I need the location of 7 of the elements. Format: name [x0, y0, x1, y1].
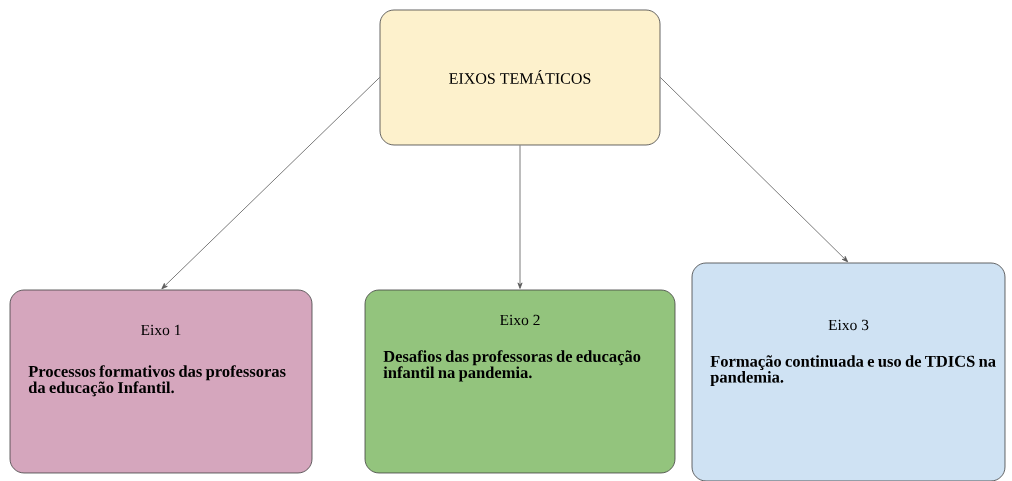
theme-box: Eixo 1 Processos formativos das professoras da educação Infantil.: [9, 289, 313, 474]
theme-box: Eixo 3 Formação continuada e uso de TDICS na pandemia.: [691, 262, 1006, 481]
arrow: [517, 145, 523, 289]
theme-box: EIXOS TEMÁTICOS: [379, 9, 661, 146]
theme-box: Eixo 2 Desafios das professoras de educação infantil na pandemia.: [364, 289, 676, 474]
arrow: [161, 77, 380, 290]
arrow: [660, 77, 849, 263]
